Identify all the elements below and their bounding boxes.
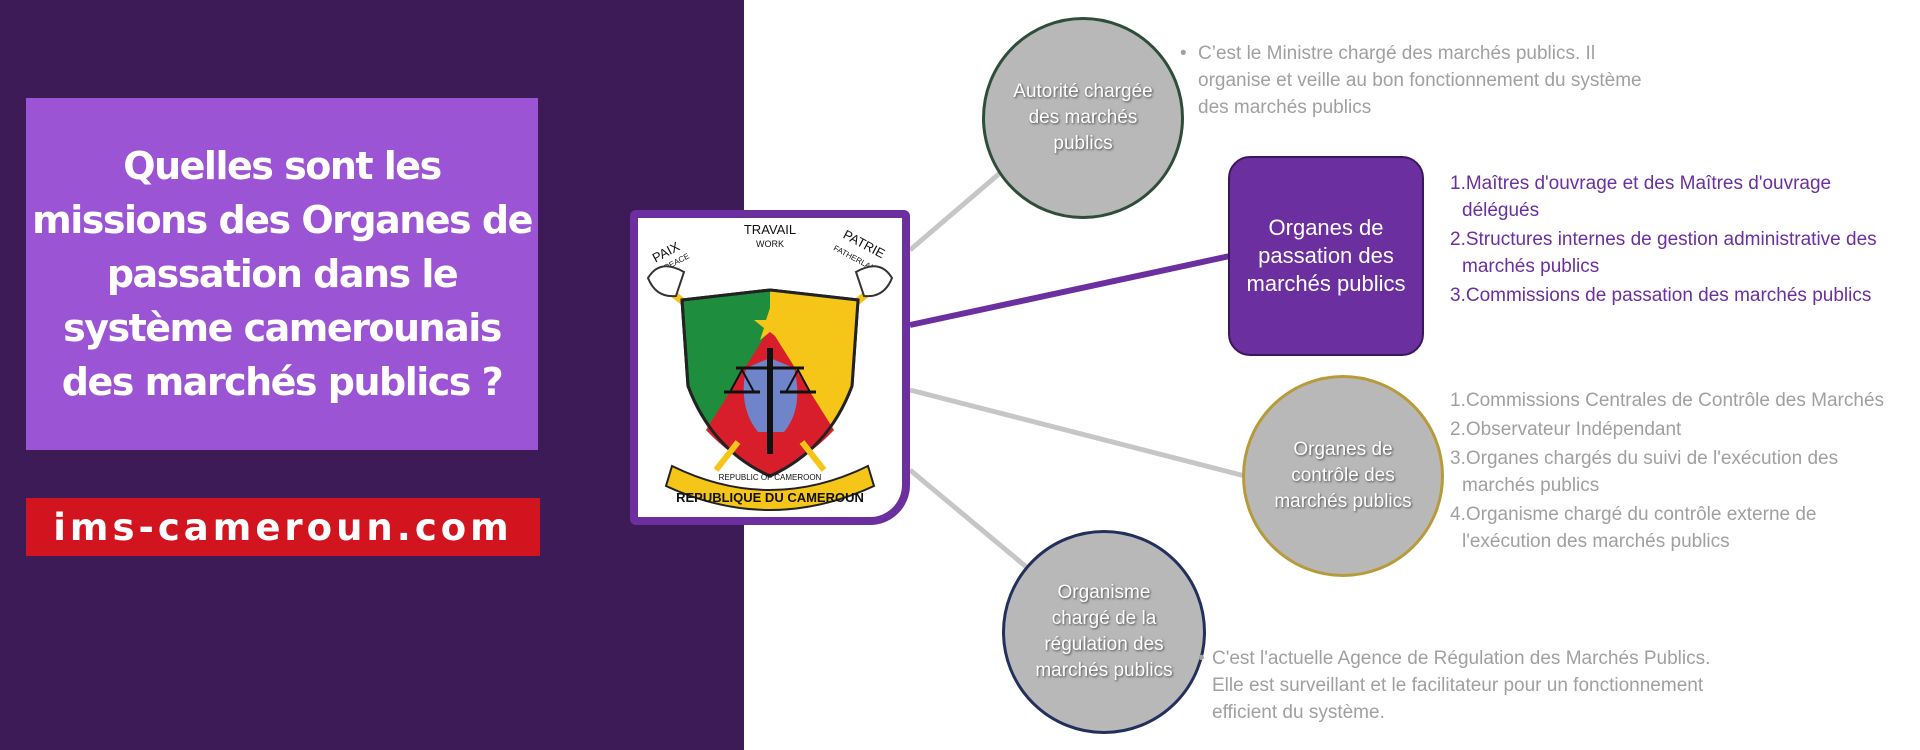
autorite-description: C’est le Ministre chargé des marchés pub…	[1198, 43, 1642, 118]
emblem-top-motto-en: WORK	[756, 239, 784, 249]
autorite-description-block: • C’est le Ministre chargé des marchés pu…	[1180, 40, 1670, 121]
node-autorite: Autorité chargée des marchés publics	[982, 17, 1184, 219]
passation-list: 1.Maîtres d'ouvrage et des Maîtres d'ouv…	[1450, 170, 1910, 311]
regulation-description: C'est l'actuelle Agence de Régulation de…	[1212, 648, 1711, 723]
node-controle: Organes de contrôle des marchés publics	[1242, 375, 1444, 577]
bullet-icon: •	[1180, 43, 1187, 64]
emblem-ribbon: REPUBLIC OF CAMEROON REPUBLIQUE DU CAMER…	[664, 464, 876, 511]
controle-item: 1.Commissions Centrales de Contrôle des …	[1450, 390, 1885, 411]
controle-item: 2.Observateur Indépendant	[1450, 419, 1682, 440]
node-passation: Organes de passation des marchés publics	[1228, 156, 1424, 356]
emblem-frame: TRAVAIL WORK PAIX PEACE PATRIE FATHERLAN…	[630, 210, 910, 525]
passation-item: 1.Maîtres d'ouvrage et des Maîtres d'ouv…	[1450, 173, 1832, 221]
emblem-top-motto: TRAVAIL	[744, 222, 796, 237]
connector-controle	[909, 387, 1246, 479]
emblem-ribbon-en: REPUBLIC OF CAMEROON	[719, 473, 822, 482]
controle-list: 1.Commissions Centrales de Contrôle des …	[1450, 387, 1900, 557]
regulation-description-block: • C'est l'actuelle Agence de Régulation d…	[1198, 645, 1718, 726]
site-url: ims-cameroun.com	[53, 505, 513, 549]
connector-autorite	[908, 171, 1002, 252]
cameroon-coat-of-arms-icon: TRAVAIL WORK PAIX PEACE PATRIE FATHERLAN…	[646, 222, 894, 511]
node-controle-label: Organes de contrôle des marchés publics	[1274, 439, 1412, 512]
connector-regulation	[908, 468, 1032, 572]
connector-passation	[909, 253, 1231, 328]
node-autorite-label: Autorité chargée des marchés publics	[1013, 81, 1153, 154]
site-banner: ims-cameroun.com	[26, 498, 540, 556]
passation-item: 3.Commissions de passation des marchés p…	[1450, 285, 1872, 306]
node-passation-label: Organes de passation des marchés publics	[1246, 215, 1406, 296]
emblem-ribbon-fr: REPUBLIQUE DU CAMEROUN	[676, 490, 864, 505]
controle-item: 3.Organes chargés du suivi de l'exécutio…	[1450, 448, 1839, 496]
controle-item: 4.Organisme chargé du contrôle externe d…	[1450, 504, 1817, 552]
passation-item: 2.Structures internes de gestion adminis…	[1450, 229, 1877, 277]
bullet-icon: •	[1198, 648, 1205, 669]
node-regulation: Organisme chargé de la régulation des ma…	[1002, 530, 1206, 734]
title-box: Quelles sont les missions des Organes de…	[26, 98, 538, 450]
emblem-shield	[680, 288, 860, 478]
page-title: Quelles sont les missions des Organes de…	[32, 144, 533, 404]
node-regulation-label: Organisme chargé de la régulation des ma…	[1035, 582, 1173, 681]
